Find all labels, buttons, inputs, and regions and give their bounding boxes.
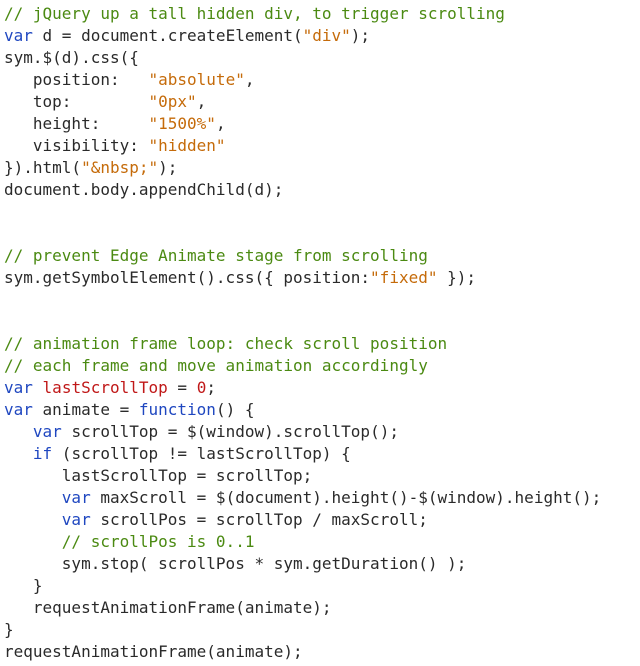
code-line: sym.getSymbolElement().css({ position:"f… [4, 267, 640, 289]
code-line: var maxScroll = $(document).height()-$(w… [4, 487, 640, 509]
code-line: requestAnimationFrame(animate); [4, 641, 640, 663]
code-token: position: [4, 70, 149, 89]
code-line [4, 311, 640, 333]
string-token: "1500%" [148, 114, 216, 133]
keyword-token: var [61, 488, 91, 507]
code-line: if (scrollTop != lastScrollTop) { [4, 443, 640, 465]
code-line: var scrollPos = scrollTop / maxScroll; [4, 509, 640, 531]
code-line: // prevent Edge Animate stage from scrol… [4, 245, 640, 267]
code-token: document.body.appendChild(d); [4, 180, 284, 199]
code-token: maxScroll = $(document).height()-$(windo… [90, 488, 602, 507]
code-token: visibility: [4, 136, 149, 155]
code-token: , [196, 92, 207, 111]
code-line: lastScrollTop = scrollTop; [4, 465, 640, 487]
code-line: top: "0px", [4, 91, 640, 113]
code-line: } [4, 575, 640, 597]
code-line: height: "1500%", [4, 113, 640, 135]
keyword-token: if [32, 444, 53, 463]
code-token: }).html( [4, 158, 82, 177]
code-line: var animate = function() { [4, 399, 640, 421]
comment-token: // scrollPos is 0..1 [61, 532, 255, 551]
code-token [33, 378, 43, 397]
code-line: var lastScrollTop = 0; [4, 377, 640, 399]
code-token: animate = [32, 400, 139, 419]
keyword-token: var [4, 378, 33, 397]
code-line: // animation frame loop: check scroll po… [4, 333, 640, 355]
string-token: "absolute" [148, 70, 245, 89]
comment-token: // prevent Edge Animate stage from scrol… [4, 246, 428, 265]
comment-token: // animation frame loop: check scroll po… [4, 334, 448, 353]
code-token: = [167, 378, 197, 397]
keyword-token: var [32, 422, 62, 441]
code-line: sym.stop( scrollPos * sym.getDuration() … [4, 553, 640, 575]
code-token: ; [206, 378, 216, 397]
code-token: sym.stop( scrollPos * sym.getDuration() … [4, 554, 467, 573]
code-token: scrollPos = scrollTop / maxScroll; [90, 510, 428, 529]
code-line [4, 201, 640, 223]
code-line: // jQuery up a tall hidden div, to trigg… [4, 3, 640, 25]
code-token [4, 444, 33, 463]
code-line: document.body.appendChild(d); [4, 179, 640, 201]
number-token: 0 [196, 378, 207, 397]
code-token: (scrollTop != lastScrollTop) { [52, 444, 351, 463]
code-token: sym.$(d).css({ [4, 48, 139, 67]
code-token: scrollTop = $(window).scrollTop(); [61, 422, 399, 441]
code-line [4, 223, 640, 245]
code-token: requestAnimationFrame(animate); [4, 642, 303, 661]
code-line: } [4, 619, 640, 641]
string-token: "div" [302, 26, 351, 45]
code-token: () { [215, 400, 255, 419]
string-token: "fixed" [370, 268, 438, 287]
code-token: d = document.createElement( [32, 26, 303, 45]
code-line [4, 289, 640, 311]
code-line: sym.$(d).css({ [4, 47, 640, 69]
code-line: visibility: "hidden" [4, 135, 640, 157]
code-token [4, 510, 62, 529]
code-token: , [244, 70, 255, 89]
code-line: requestAnimationFrame(animate); [4, 597, 640, 619]
code-token [4, 532, 62, 551]
code-token: } [4, 576, 43, 595]
variable-token: lastScrollTop [42, 378, 168, 397]
code-token: }); [437, 268, 477, 287]
string-token: "hidden" [148, 136, 226, 155]
code-token: top: [4, 92, 149, 111]
code-token: ); [350, 26, 371, 45]
keyword-token: var [4, 400, 33, 419]
code-line: // each frame and move animation accordi… [4, 355, 640, 377]
code-token [4, 488, 62, 507]
code-token: lastScrollTop = scrollTop; [4, 466, 313, 485]
code-token: requestAnimationFrame(animate); [4, 598, 332, 617]
code-token: , [215, 114, 226, 133]
code-token: ); [158, 158, 178, 177]
code-line: var scrollTop = $(window).scrollTop(); [4, 421, 640, 443]
code-token: sym.getSymbolElement().css({ position: [4, 268, 371, 287]
code-line: // scrollPos is 0..1 [4, 531, 640, 553]
code-token [4, 422, 33, 441]
comment-token: // jQuery up a tall hidden div, to trigg… [4, 4, 505, 23]
code-token: } [4, 620, 14, 639]
comment-token: // each frame and move animation accordi… [4, 356, 428, 375]
code-line: position: "absolute", [4, 69, 640, 91]
keyword-token: var [4, 26, 33, 45]
code-line: var d = document.createElement("div"); [4, 25, 640, 47]
string-token: "0px" [148, 92, 197, 111]
keyword-token: var [61, 510, 91, 529]
string-token: "&nbsp;" [81, 158, 159, 177]
keyword-token: function [138, 400, 216, 419]
code-line: }).html("&nbsp;"); [4, 157, 640, 179]
code-token: height: [4, 114, 149, 133]
